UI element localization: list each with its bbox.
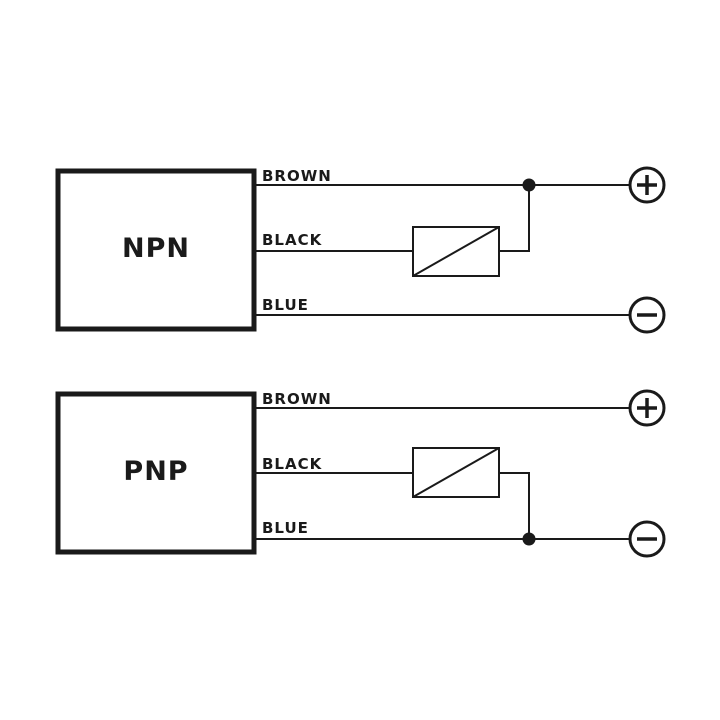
plus-terminal-icon xyxy=(628,166,666,204)
npn-label: NPN xyxy=(122,233,190,264)
npn-load-diagonal xyxy=(412,226,500,277)
pnp-load-diagonal xyxy=(412,447,500,498)
npn-black-label: BLACK xyxy=(262,231,323,249)
minus-terminal-icon xyxy=(628,296,666,334)
pnp-black-label: BLACK xyxy=(262,455,323,473)
pnp-brown-label: BROWN xyxy=(262,390,332,408)
minus-terminal-icon xyxy=(628,520,666,558)
pnp-section: PNP BROWN BLACK BLUE xyxy=(55,389,666,558)
npn-load-return-wire xyxy=(499,185,530,252)
pnp-label: PNP xyxy=(123,456,188,487)
npn-load xyxy=(412,226,500,277)
pnp-load-return-wire xyxy=(499,472,530,539)
npn-section: NPN BROWN BLACK BLUE xyxy=(55,166,666,334)
npn-junction-dot xyxy=(522,178,536,192)
plus-terminal-icon xyxy=(628,389,666,427)
npn-sensor-box xyxy=(55,168,257,332)
pnp-blue-label: BLUE xyxy=(262,519,309,537)
npn-brown-label: BROWN xyxy=(262,167,332,185)
pnp-load xyxy=(412,447,500,498)
pnp-sensor-box xyxy=(55,391,257,555)
npn-blue-label: BLUE xyxy=(262,296,309,314)
